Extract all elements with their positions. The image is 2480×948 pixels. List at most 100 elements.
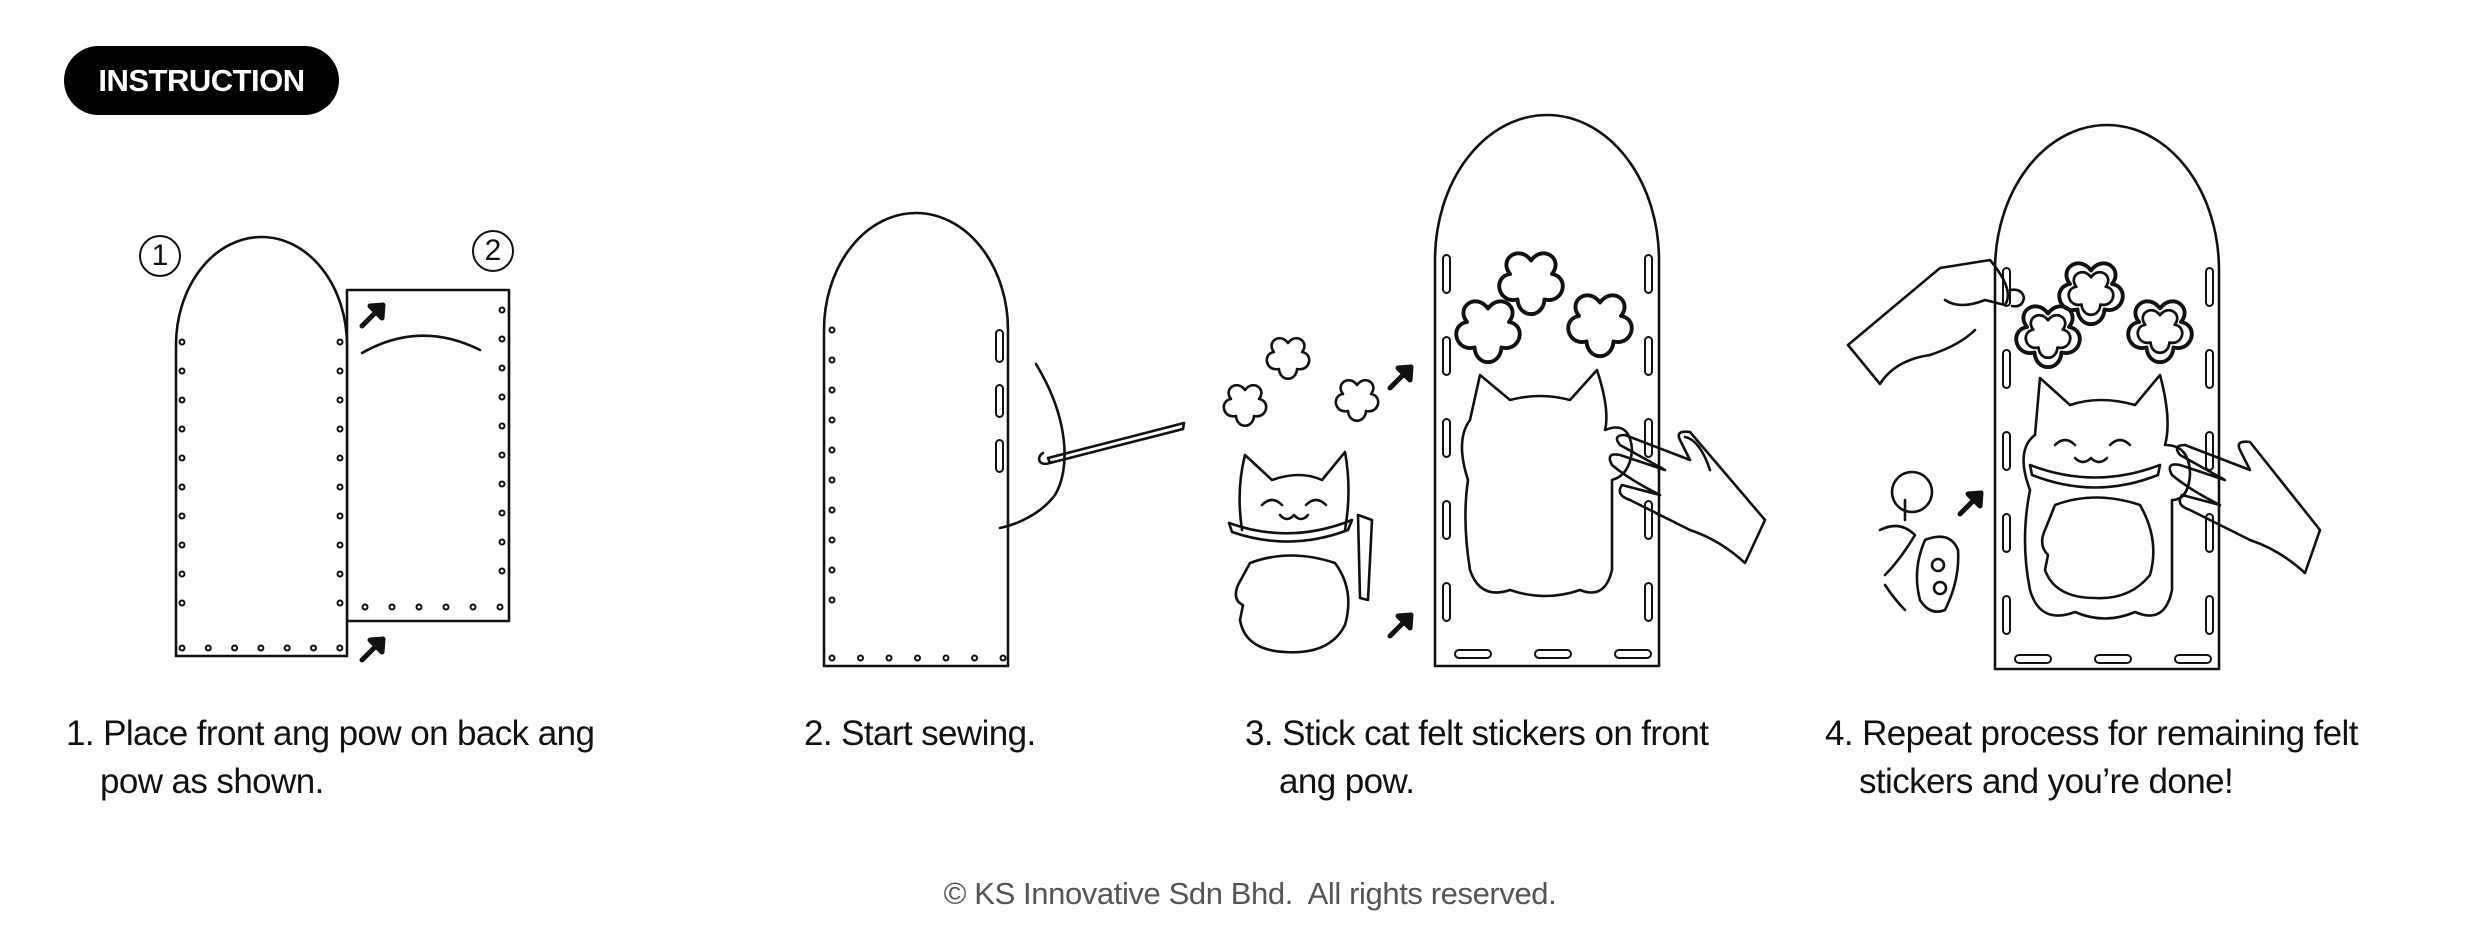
sewn-stitches	[995, 329, 1004, 473]
stitch-hole	[498, 480, 506, 488]
back-marker: 2	[472, 230, 514, 272]
stitch-hole	[999, 654, 1007, 662]
stitch-hole	[857, 654, 864, 662]
stitch	[995, 329, 1004, 363]
stitch	[1442, 418, 1451, 458]
stitch-hole	[828, 326, 836, 334]
step4-line1: 4. Repeat process for remaining felt	[1825, 714, 2358, 753]
arrow-icon	[1960, 493, 1981, 514]
stitch-hole	[828, 596, 836, 604]
stitch-hole	[942, 654, 950, 662]
stitch	[1534, 649, 1572, 659]
stitch-hole	[336, 570, 344, 578]
stitch	[1454, 649, 1492, 659]
stitch	[1644, 336, 1653, 376]
stitch	[2205, 349, 2214, 389]
stitch-hole	[178, 570, 186, 578]
stitch-hole	[336, 425, 344, 433]
stitch	[1442, 254, 1451, 294]
stitch-hole	[336, 512, 344, 520]
stitch-hole	[828, 654, 836, 662]
hand-icon	[1846, 258, 2026, 386]
step2-illustration	[822, 211, 1186, 668]
step2-caption: 2. Start sewing.	[804, 710, 1036, 758]
stitch-hole	[231, 644, 239, 652]
step1-line2: pow as shown.	[100, 762, 324, 801]
stitch-hole	[204, 644, 212, 652]
stitch-hole	[178, 483, 186, 491]
stitch	[1442, 500, 1451, 540]
stitch-hole	[498, 306, 506, 314]
stitch-hole	[310, 644, 317, 652]
stitch-hole	[178, 396, 186, 404]
cat-belly-sticker	[1234, 554, 1350, 654]
stitch	[2205, 267, 2214, 307]
stitch	[2002, 595, 2011, 635]
sewn-stitches	[2002, 267, 2214, 664]
stitch-hole	[415, 603, 423, 611]
front-marker: 1	[139, 235, 181, 277]
stitch-hole	[498, 509, 506, 517]
stitch	[995, 439, 1004, 473]
stitch-hole	[336, 454, 344, 462]
stitch-hole	[336, 367, 344, 375]
stitch-hole	[442, 603, 450, 611]
stitch-hole	[885, 654, 893, 662]
stitch-hole	[496, 603, 504, 611]
stitch-hole	[828, 446, 836, 454]
stitch-hole	[361, 603, 369, 611]
back-flap-curve	[360, 334, 482, 355]
cat-sticker	[2022, 373, 2192, 620]
arrow-icon	[1390, 367, 1411, 388]
stitch	[2205, 595, 2214, 635]
stitch	[2002, 349, 2011, 389]
step4-illustration	[1846, 123, 2322, 671]
flower-sticker	[1334, 378, 1380, 423]
stitch-hole	[914, 654, 921, 662]
stitch-hole	[498, 567, 506, 575]
stitch	[2205, 513, 2214, 553]
step2-line1: 2. Start sewing.	[804, 714, 1036, 753]
stitch-hole	[178, 454, 186, 462]
stitch-hole	[257, 644, 265, 652]
stitch-hole	[498, 364, 506, 372]
stitch	[2002, 267, 2011, 307]
stitch	[2002, 431, 2011, 471]
stitch-hole	[388, 603, 396, 611]
stitch-hole	[498, 451, 506, 459]
cat-face-sticker	[1227, 450, 1374, 602]
step3-caption: 3. Stick cat felt stickers on front ang …	[1245, 710, 1709, 806]
front-ang-pow	[174, 235, 349, 658]
step3-line1: 3. Stick cat felt stickers on front	[1245, 714, 1709, 753]
back-ang-pow	[345, 288, 511, 623]
stitch-hole	[828, 536, 836, 544]
ang-pow	[1993, 123, 2221, 671]
stitch-hole	[498, 422, 506, 430]
stitch-hole	[178, 512, 186, 520]
sewn-stitches	[1442, 254, 1653, 659]
flower-sticker	[1265, 336, 1311, 381]
instruction-badge: INSTRUCTION	[64, 46, 339, 115]
stitch-hole	[178, 425, 186, 433]
fu-character-sticker	[1878, 470, 1960, 613]
stitch-hole	[971, 654, 978, 662]
stitch	[2014, 654, 2052, 664]
arrow-icon	[362, 305, 383, 326]
stitch	[1644, 500, 1653, 540]
stitch	[1644, 418, 1653, 458]
copyright-footer: © KS Innovative Sdn Bhd. All rights rese…	[943, 876, 1557, 911]
stitch-hole	[828, 416, 836, 424]
step3-illustration	[1222, 113, 1767, 668]
step1-illustration	[174, 235, 511, 660]
stitch-hole	[178, 599, 186, 607]
flower-sticker	[1222, 383, 1268, 428]
stitch-hole	[336, 599, 344, 607]
stitch	[2174, 654, 2212, 664]
stitch-hole	[178, 541, 186, 549]
stitch-hole	[178, 338, 186, 346]
stitch-hole	[336, 338, 344, 346]
stitch-holes	[828, 326, 1007, 662]
stitch-hole	[336, 483, 344, 491]
stitch-hole	[828, 566, 836, 574]
